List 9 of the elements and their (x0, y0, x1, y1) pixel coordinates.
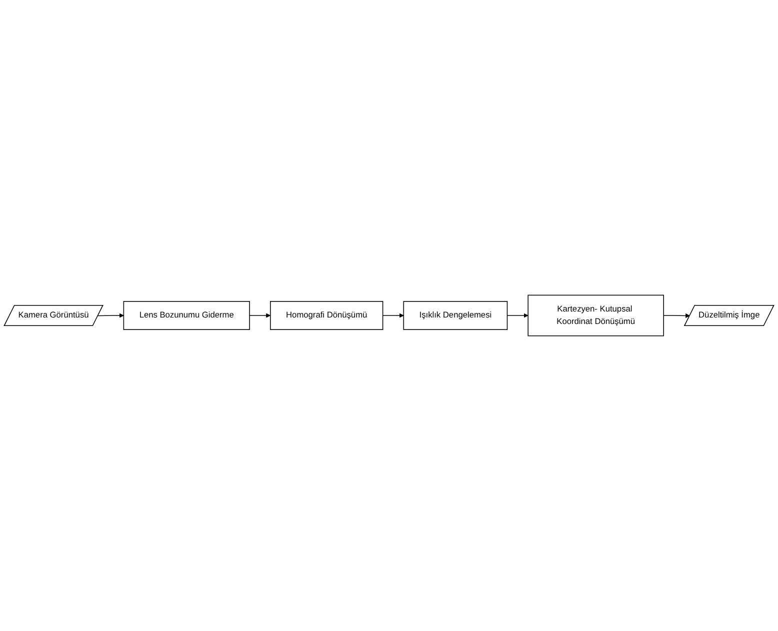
node-box: Kartezyen- Kutupsal Koordinat Dönüşümü (528, 294, 664, 336)
arrow (663, 313, 690, 318)
node-box: Lens Bozunumu Giderme (123, 301, 250, 330)
arrow (98, 313, 124, 318)
arrow (506, 313, 528, 318)
node-box: Işıklık Dengelemesi (403, 301, 508, 330)
arrow (249, 313, 271, 318)
node-box: Homografi Dönüşümü (270, 301, 384, 330)
arrow (382, 313, 404, 318)
